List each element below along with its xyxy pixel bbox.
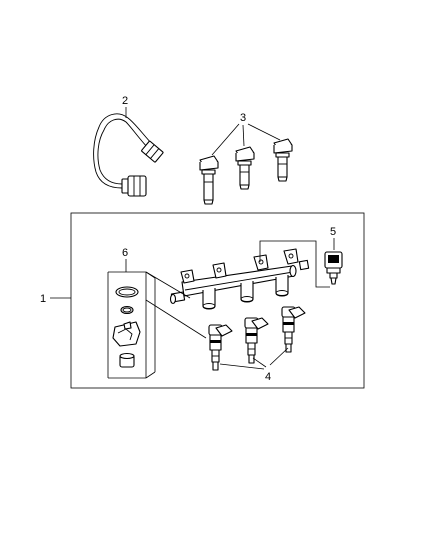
bolt-left[interactable]: [199, 155, 219, 205]
o-ring-large[interactable]: [115, 286, 139, 298]
callout-3: 3: [240, 112, 246, 124]
fuel-rail[interactable]: [169, 248, 310, 310]
sensor-location-line: [259, 240, 330, 288]
bolt-middle[interactable]: [235, 146, 255, 190]
leader-4: [219, 347, 289, 370]
callout-2: 2: [122, 95, 128, 107]
callout-4: 4: [265, 371, 271, 383]
bolt-right[interactable]: [273, 138, 293, 182]
callout-6: 6: [122, 247, 128, 259]
retainer-clip[interactable]: [112, 321, 141, 347]
assembly-frame: [70, 212, 365, 389]
injector-location-lines: [145, 271, 207, 339]
seal-cap[interactable]: [119, 352, 135, 368]
callout-5: 5: [330, 226, 336, 238]
callout-1: 1: [40, 293, 46, 305]
injector-left[interactable]: [208, 324, 233, 371]
pressure-sensor[interactable]: [324, 251, 343, 285]
fuel-line-part[interactable]: [93, 113, 164, 197]
injector-middle[interactable]: [244, 317, 269, 364]
o-ring-small[interactable]: [120, 305, 134, 315]
injector-right[interactable]: [281, 306, 306, 353]
leader-3: [211, 123, 281, 156]
